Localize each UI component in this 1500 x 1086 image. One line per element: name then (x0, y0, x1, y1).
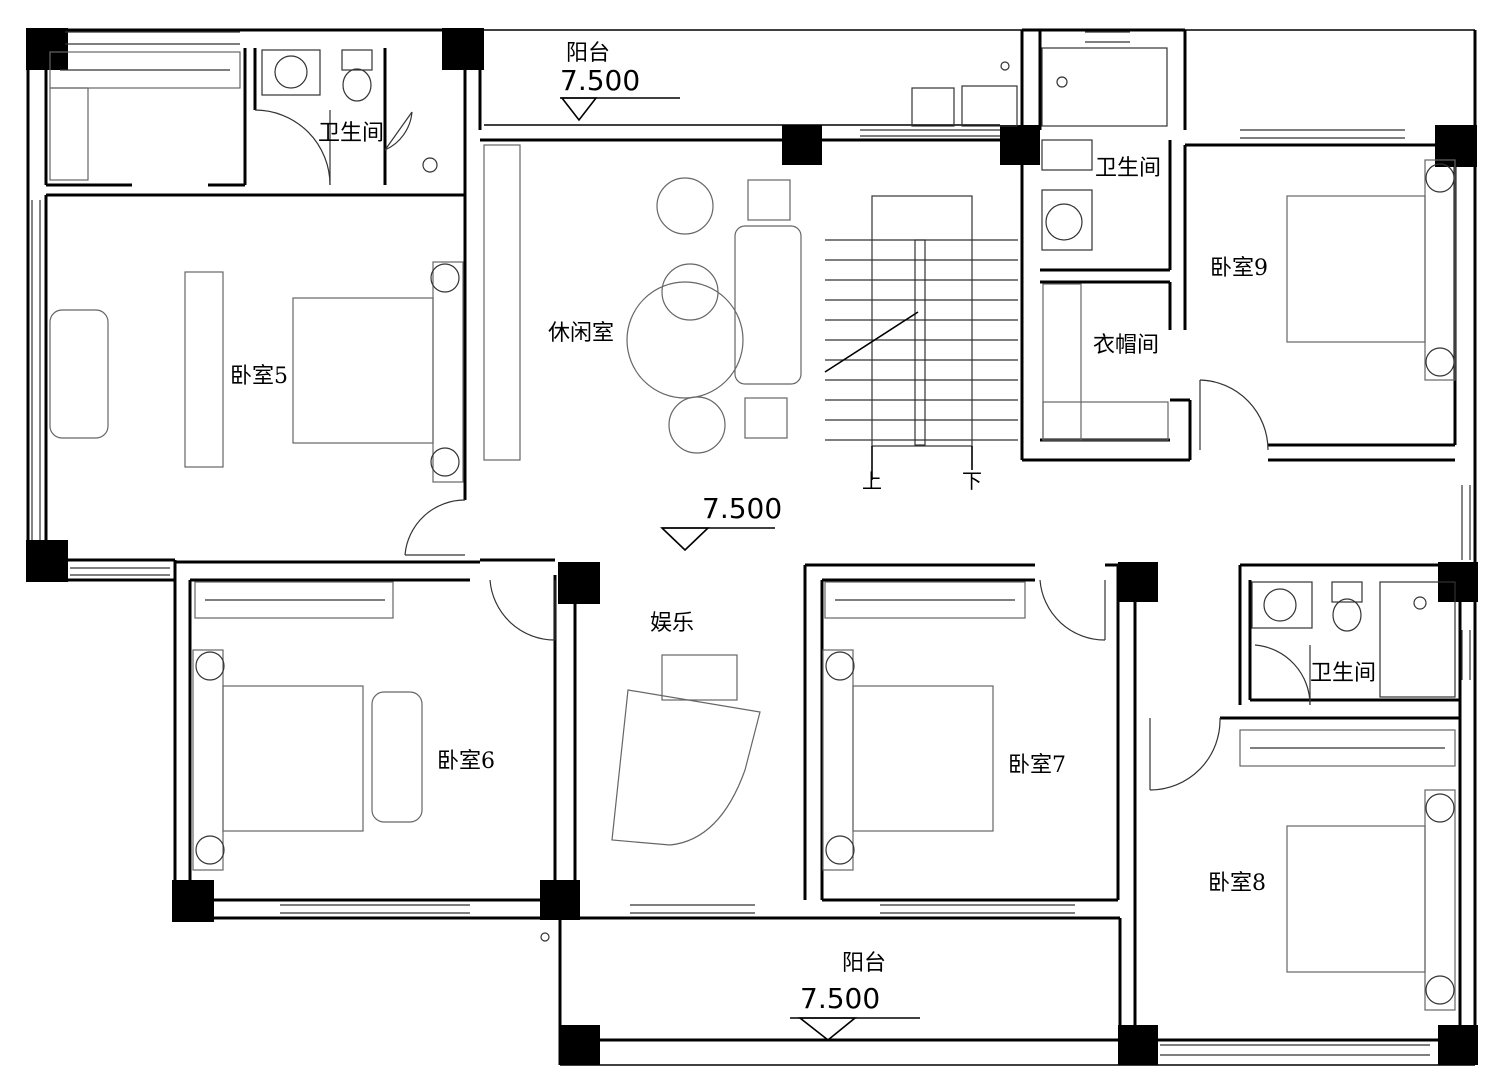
columns (26, 28, 1478, 1065)
room-label-bedroom6: 卧室6 (437, 749, 495, 774)
staircase (824, 195, 1018, 480)
room-label-bedroom5: 卧室5 (230, 364, 288, 389)
stair-up-label: 上 (862, 469, 882, 493)
room-label-balcony-top: 阳台 (566, 41, 610, 66)
room-label-bedroom8: 卧室8 (1208, 871, 1266, 896)
elevation-hall: 7.500 (702, 492, 782, 525)
windows (31, 31, 1471, 1056)
elevation-markers (560, 97, 920, 1042)
room-label-bedroom9: 卧室9 (1210, 256, 1268, 281)
doors (254, 109, 1311, 791)
room-label-bathroom-top-right: 卫生间 (1095, 156, 1161, 181)
room-label-entertainment: 娱乐 (650, 611, 694, 636)
bathroom-fixtures (261, 47, 1456, 698)
room-label-leisure-room: 休闲室 (548, 321, 614, 346)
room-label-bathroom-mid-right: 卫生间 (1310, 661, 1376, 686)
beds (192, 159, 1456, 1011)
room-label-cloakroom: 衣帽间 (1093, 333, 1159, 358)
room-label-bathroom-top-left: 卫生间 (318, 121, 384, 146)
elevation-balcony-bottom: 7.500 (800, 982, 880, 1015)
stair-down-label: 下 (962, 469, 982, 493)
room-label-balcony-bottom: 阳台 (842, 951, 886, 976)
walls (26, 28, 1477, 1066)
furniture (49, 61, 1018, 942)
room-labels: 卫生间 卫生间 卫生间 卧室5 卧室6 卧室7 卧室8 卧室9 休闲室 娱乐 衣… (230, 41, 1376, 1015)
elevation-balcony-top: 7.500 (560, 64, 640, 97)
room-label-bedroom7: 卧室7 (1008, 753, 1066, 778)
wardrobes (49, 51, 1456, 767)
